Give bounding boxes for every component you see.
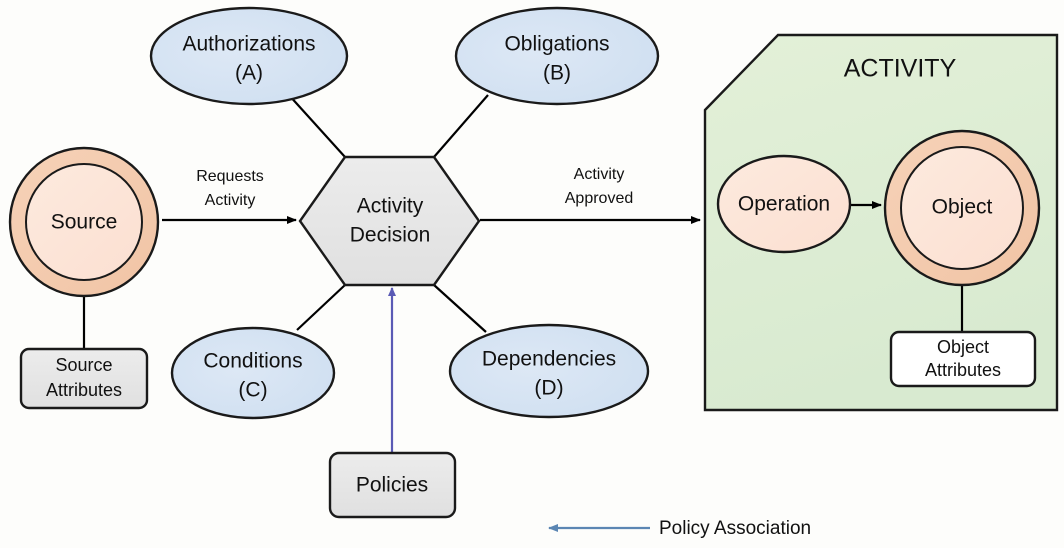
object-attributes-label-line2: Attributes (925, 360, 1001, 380)
dependencies-shape (448, 323, 650, 419)
legend-policy-association: Policy Association (548, 518, 811, 539)
node-activity-decision[interactable]: Activity Decision (298, 155, 481, 287)
conditions-label-line2: (C) (238, 379, 267, 402)
node-source[interactable]: Source (8, 146, 160, 298)
requests-activity-line2: Activity (205, 192, 256, 209)
edge-label-activity-approved: Activity Approved (565, 166, 634, 207)
edge-authorizations-to-decision (287, 93, 346, 158)
legend-policy-association-label: Policy Association (659, 518, 811, 539)
authorizations-label-line1: Authorizations (182, 33, 315, 56)
activity-zone: ACTIVITY (703, 33, 1059, 412)
dependencies-label-line2: (D) (534, 377, 563, 400)
conditions-label-line1: Conditions (203, 350, 302, 373)
source-attributes-label-line2: Attributes (46, 380, 122, 400)
object-label: Object (932, 196, 993, 219)
object-attributes-shape (889, 330, 1037, 388)
obligations-label-line2: (B) (543, 62, 571, 85)
activity-decision-label-line2: Decision (350, 224, 431, 247)
policies-label: Policies (356, 474, 428, 497)
operation-label: Operation (738, 193, 830, 216)
edge-obligations-to-decision (433, 94, 489, 158)
node-obligations[interactable]: Obligations (B) (454, 6, 660, 106)
operation-shape (716, 154, 852, 254)
authorizations-shape (149, 6, 349, 106)
object-attributes-label-line1: Object (937, 337, 989, 357)
conditions-shape (170, 326, 336, 420)
node-source-attributes[interactable]: Source Attributes (19, 347, 149, 410)
authorizations-label-line2: (A) (235, 62, 263, 85)
edge-dependencies-to-decision (433, 284, 487, 333)
obligations-label-line1: Obligations (504, 33, 609, 56)
activity-approved-line2: Approved (565, 190, 634, 207)
policies-shape (328, 451, 457, 519)
edge-label-requests-activity: Requests Activity (196, 168, 264, 209)
edge-conditions-to-decision (296, 284, 346, 331)
source-attributes-shape (19, 347, 149, 410)
node-object-attributes[interactable]: Object Attributes (889, 330, 1037, 388)
node-operation[interactable]: Operation (716, 154, 852, 254)
object-inner-circle (900, 146, 1024, 270)
node-dependencies[interactable]: Dependencies (D) (448, 323, 650, 419)
activity-decision-label-line1: Activity (357, 195, 424, 218)
activity-approved-line1: Activity (574, 166, 625, 183)
node-conditions[interactable]: Conditions (C) (170, 326, 336, 420)
node-policies[interactable]: Policies (328, 451, 457, 519)
source-label: Source (51, 211, 118, 234)
node-object[interactable]: Object (883, 129, 1041, 287)
source-inner-circle (25, 163, 143, 281)
dependencies-label-line1: Dependencies (482, 348, 616, 371)
requests-activity-line1: Requests (196, 168, 264, 185)
obligations-shape (454, 6, 660, 106)
activity-decision-shape (298, 155, 481, 287)
source-attributes-label-line1: Source (55, 355, 112, 375)
node-authorizations[interactable]: Authorizations (A) (149, 6, 349, 106)
activity-zone-label: ACTIVITY (844, 55, 957, 83)
activity-zone-shape (703, 33, 1059, 412)
